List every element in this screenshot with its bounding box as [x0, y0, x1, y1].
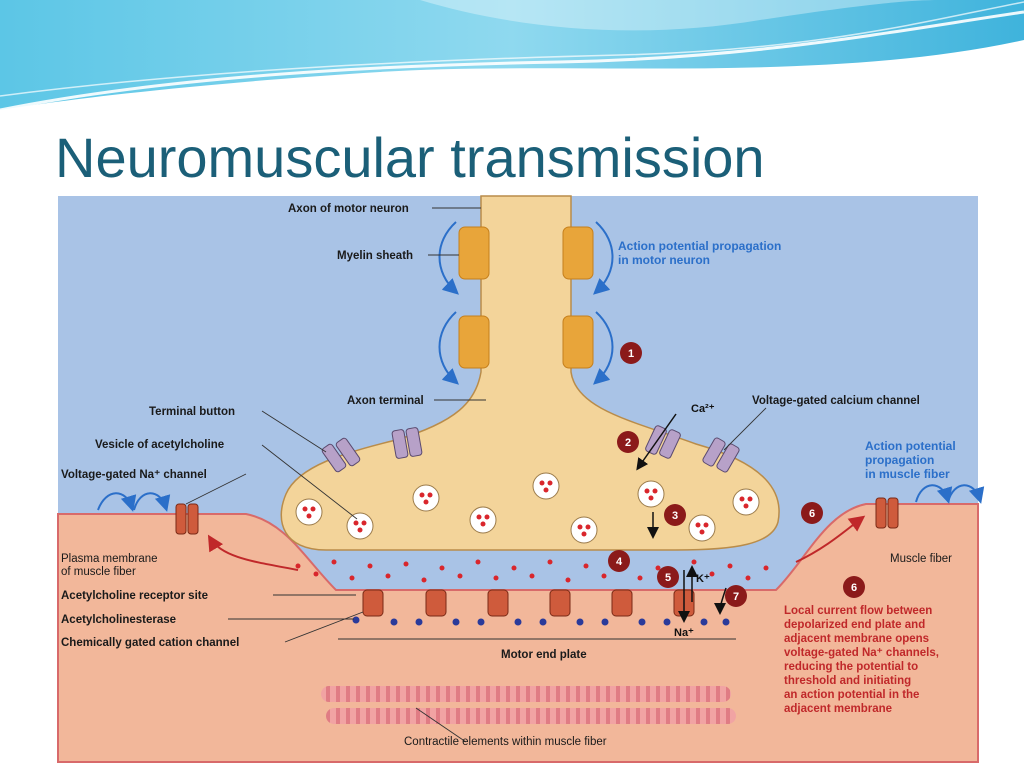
step-badge-6a	[801, 502, 823, 524]
local-current-arrows	[207, 515, 866, 571]
step-badge-6b	[843, 576, 865, 598]
step-badge-5	[657, 566, 679, 588]
step-badge-3	[664, 504, 686, 526]
local-current-line5: reducing the potential to	[784, 661, 918, 673]
ion-sodium: Na⁺	[674, 627, 694, 639]
step-number-5: 5	[665, 572, 671, 584]
label-axon-terminal: Axon terminal	[347, 395, 424, 407]
local-current-line3: adjacent membrane opens	[784, 633, 929, 645]
local-current-line6: threshold and initiating	[784, 675, 911, 687]
label-ap-muscle-fiber-line1: Action potential	[865, 439, 956, 453]
local-current-line7: an action potential in the	[784, 689, 919, 701]
label-plasma-membrane-line1: Plasma membrane	[61, 553, 158, 565]
label-myelin-sheath: Myelin sheath	[337, 250, 413, 262]
label-ap-muscle-fiber-line3: in muscle fiber	[865, 467, 950, 481]
ion-flow-arrows	[636, 413, 727, 623]
step-badge-4	[608, 550, 630, 572]
ap-arrows-muscle	[97, 484, 985, 512]
label-axon-of-motor-neuron: Axon of motor neuron	[288, 203, 409, 215]
leader-lines	[185, 207, 767, 743]
label-ap-motor-neuron-line2: in motor neuron	[618, 253, 710, 267]
neuromuscular-diagram: 1 2 3 4 5 6 6 7 Ca²⁺ K⁺ Na⁺ Axon of moto…	[57, 195, 985, 763]
step-number-3: 3	[672, 510, 678, 522]
step-badge-1	[620, 342, 642, 364]
label-acetylcholine-receptor-site: Acetylcholine receptor site	[61, 590, 208, 602]
label-chemically-gated-cation-channel: Chemically gated cation channel	[61, 637, 239, 649]
label-vesicle-of-acetylcholine: Vesicle of acetylcholine	[95, 439, 224, 451]
label-voltage-gated-na-channel: Voltage-gated Na⁺ channel	[61, 469, 207, 481]
label-terminal-button: Terminal button	[149, 406, 235, 418]
local-current-line4: voltage-gated Na⁺ channels,	[784, 647, 939, 659]
step-badge-2	[617, 431, 639, 453]
local-current-line1: Local current flow between	[784, 605, 932, 617]
step-number-2: 2	[625, 437, 631, 449]
vesicle-acetylcholine-dots	[302, 480, 753, 537]
label-voltage-gated-calcium-channel: Voltage-gated calcium channel	[752, 395, 920, 407]
acetylcholine-molecules	[295, 559, 769, 583]
local-current-line2: depolarized end plate and	[784, 619, 925, 631]
ap-arrows-neuron	[438, 221, 614, 385]
step-badge-7	[725, 585, 747, 607]
slide-title: Neuromuscular transmission	[55, 126, 765, 189]
step-number-1: 1	[628, 348, 634, 360]
label-ap-muscle-fiber-line2: propagation	[865, 453, 934, 467]
label-muscle-fiber: Muscle fiber	[890, 553, 952, 565]
step-number-6b: 6	[851, 582, 857, 594]
myelin-sheath	[458, 226, 594, 369]
ion-calcium: Ca²⁺	[691, 403, 715, 415]
step-number-7: 7	[733, 591, 739, 603]
label-contractile-elements: Contractile elements within muscle fiber	[404, 736, 607, 748]
step-badges: 1 2 3 4 5 6 6 7	[608, 342, 865, 607]
acetylcholinesterase-dots	[352, 616, 730, 626]
contractile-elements	[321, 686, 736, 724]
acetylcholine-vesicles	[295, 472, 760, 544]
local-current-line8: adjacent membrane	[784, 703, 892, 715]
local-current-description: Local current flow between depolarized e…	[784, 605, 939, 715]
label-ap-motor-neuron-line1: Action potential propagation	[618, 239, 781, 253]
ion-potassium: K⁺	[696, 573, 710, 585]
label-plasma-membrane-line2: of muscle fiber	[61, 566, 136, 578]
label-acetylcholinesterase: Acetylcholinesterase	[61, 614, 176, 626]
step-number-6a: 6	[809, 508, 815, 520]
voltage-gated-calcium-channels	[321, 425, 740, 473]
label-motor-end-plate: Motor end plate	[501, 649, 587, 661]
chemically-gated-cation-channels	[362, 589, 695, 617]
step-number-4: 4	[616, 556, 623, 568]
voltage-gated-na-channels	[175, 497, 899, 535]
header-wave-banner	[0, 0, 1024, 112]
